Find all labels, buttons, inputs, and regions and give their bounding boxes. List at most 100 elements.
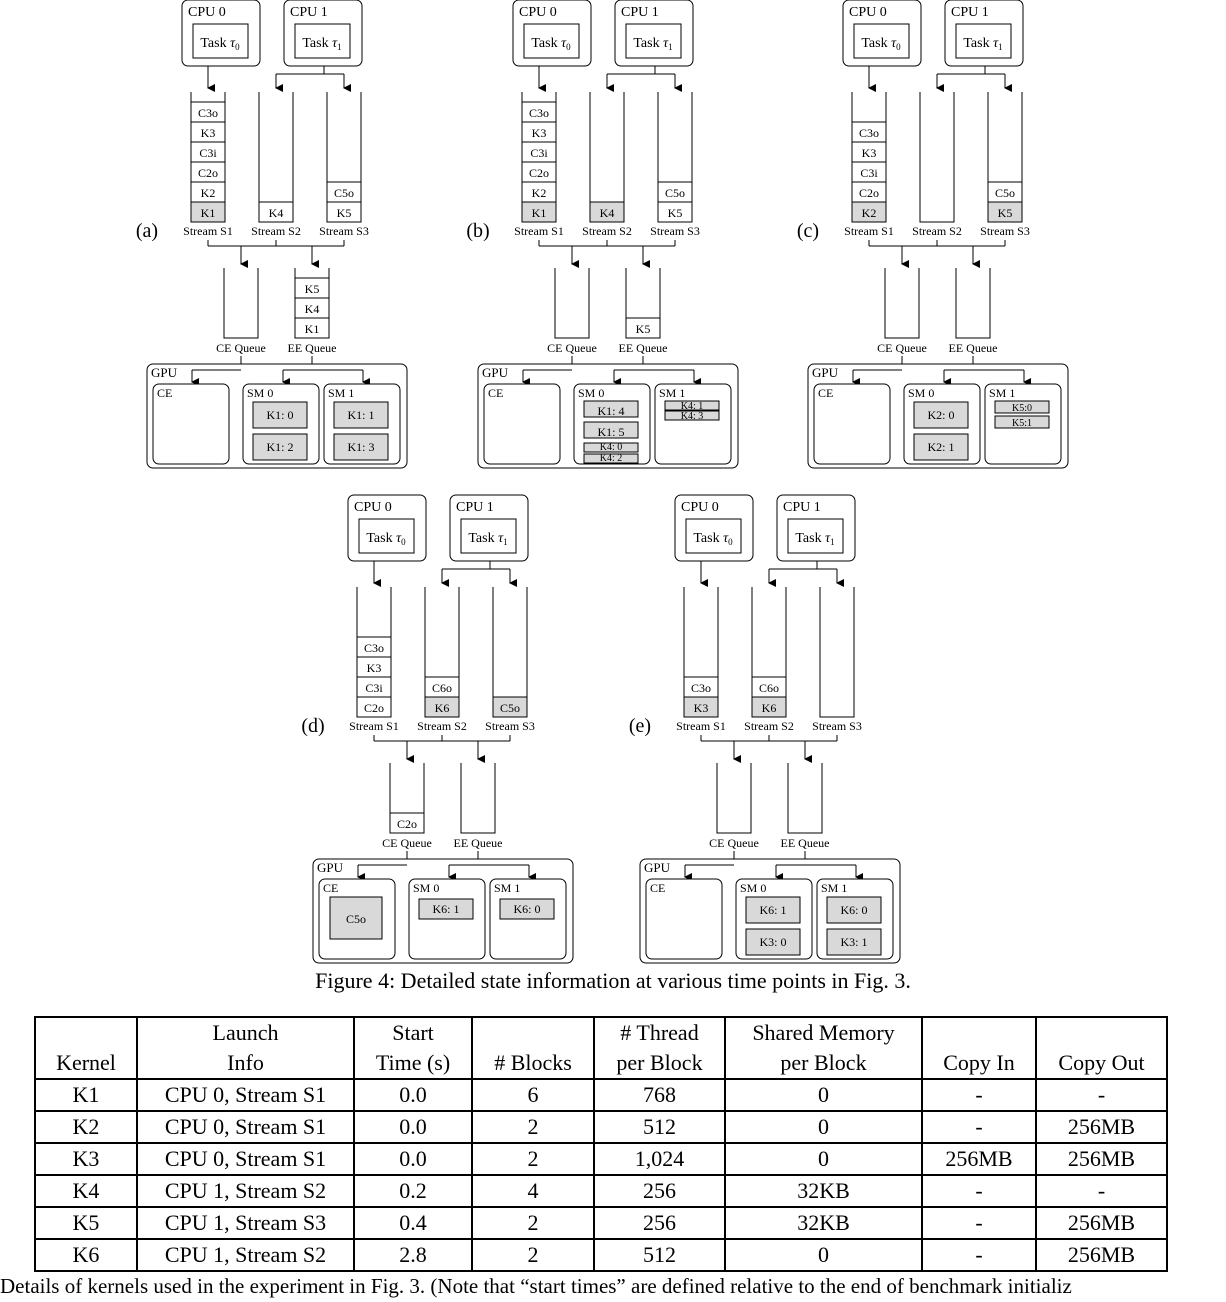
ce-engine-label: CE (323, 881, 338, 895)
ee-queue (787, 763, 823, 834)
sm1-label: SM 1 (821, 881, 847, 895)
table-cell: K2 (34, 1110, 138, 1144)
sm0-block (583, 400, 639, 418)
ce-engine (483, 383, 561, 465)
panel-label: (b) (466, 220, 489, 242)
sm1-block-label: K6: 0 (514, 902, 541, 916)
task-symbol: τ (561, 36, 567, 51)
sm1-block (333, 433, 389, 461)
stream-entry-label: K3 (532, 126, 547, 140)
stream-label: Stream S2 (582, 224, 632, 238)
table-cell: 256 (593, 1174, 726, 1208)
ee-queue-entry-label: K5 (636, 322, 651, 336)
table-cell: 256MB (1035, 1206, 1168, 1240)
ee-queue-label: EE Queue (781, 836, 830, 850)
column-header-line (42, 1018, 130, 1048)
ee-queue-entry-label: K4 (305, 302, 320, 316)
table-caption: Details of kernels used in the experimen… (0, 1274, 1072, 1298)
sm0-block-label: K1: 0 (267, 408, 294, 422)
table-cell: 6 (471, 1078, 595, 1112)
stream-entry-label: C2o (198, 166, 218, 180)
table-cell: 0 (724, 1110, 923, 1144)
ce-queue-entry (389, 812, 425, 834)
task-label: Task τ0 (861, 36, 901, 52)
cpu-label: CPU 1 (456, 500, 494, 515)
cpu-label: CPU 0 (354, 500, 392, 515)
stream-entry (424, 696, 460, 718)
table-cell: - (921, 1174, 1037, 1208)
table-cell: 2 (471, 1206, 595, 1240)
stream-entry-label: C6o (759, 681, 779, 695)
sm1-block-label: K1: 1 (348, 408, 375, 422)
task-subscript: 1 (503, 537, 508, 547)
column-header-line: Start (392, 1020, 434, 1045)
sm0-block (583, 453, 639, 464)
table-cell: 32KB (724, 1174, 923, 1208)
column-header-line: Shared Memory (752, 1020, 895, 1045)
cpu-label: CPU 1 (621, 5, 659, 20)
task-symbol: τ (230, 36, 236, 51)
table-cell: 0.0 (353, 1110, 473, 1144)
sm0-block-label: K1: 4 (598, 404, 625, 418)
sm1-block (994, 400, 1050, 414)
sm0-block-label: K4: 2 (600, 453, 623, 464)
task-subscript: 0 (401, 537, 406, 547)
stream-entry (356, 696, 392, 718)
task-text: Task (693, 531, 723, 546)
column-header-line: Copy Out (1058, 1050, 1145, 1075)
ce-engine (645, 878, 723, 960)
task-box-1 (294, 23, 351, 59)
table-cell: CPU 1, Stream S2 (136, 1238, 355, 1272)
task-label: Task τ1 (468, 531, 507, 547)
stream-entry-label: C5o (334, 186, 354, 200)
table-cell: CPU 0, Stream S1 (136, 1078, 355, 1112)
table-cell: CPU 1, Stream S3 (136, 1206, 355, 1240)
sm1-block (826, 928, 882, 956)
table-cell: K3 (34, 1142, 138, 1176)
ee-queue-label: EE Queue (454, 836, 503, 850)
stream-entry (589, 201, 625, 223)
ee-queue-entry (294, 317, 330, 339)
sm1-block-label: K5:1 (1012, 418, 1032, 429)
stream-entry-label: K1 (532, 206, 547, 220)
ee-queue (955, 268, 991, 339)
ce-block-label: C5o (346, 912, 366, 926)
task-subscript: 0 (235, 42, 240, 52)
table-cell: K5 (34, 1206, 138, 1240)
stream-entry (492, 696, 528, 718)
task-symbol: τ (993, 36, 999, 51)
cpu-label: CPU 0 (519, 5, 557, 20)
stream-label: Stream S1 (844, 224, 894, 238)
column-header: # Blocks (471, 1016, 595, 1080)
ee-queue-label: EE Queue (288, 341, 337, 355)
task-subscript: 0 (728, 537, 733, 547)
panel-label: (a) (136, 220, 158, 242)
stream-label: Stream S2 (744, 719, 794, 733)
ce-queue-label: CE Queue (547, 341, 597, 355)
task-text: Task (531, 36, 561, 51)
sm0-block-label: K3: 0 (760, 935, 787, 949)
task-symbol: τ (498, 531, 504, 546)
column-header-line: Info (227, 1050, 264, 1075)
stream-entry (987, 201, 1023, 223)
stream-entry-label: K6 (762, 701, 777, 715)
table-cell: 1,024 (593, 1142, 726, 1176)
cpu-label: CPU 0 (188, 5, 226, 20)
table-cell: - (1035, 1174, 1168, 1208)
ee-queue-entry-label: K1 (305, 322, 320, 336)
sm0-label: SM 0 (740, 881, 766, 895)
column-header-line (479, 1018, 587, 1048)
cpu-label: CPU 1 (290, 5, 328, 20)
sm1-block-label: K1: 3 (348, 440, 375, 454)
task-text: Task (200, 36, 230, 51)
panel-label: (c) (797, 220, 819, 242)
ce-queue (223, 268, 259, 339)
sm0-label: SM 0 (413, 881, 439, 895)
ce-queue (554, 268, 590, 339)
cpu-label: CPU 0 (849, 5, 887, 20)
